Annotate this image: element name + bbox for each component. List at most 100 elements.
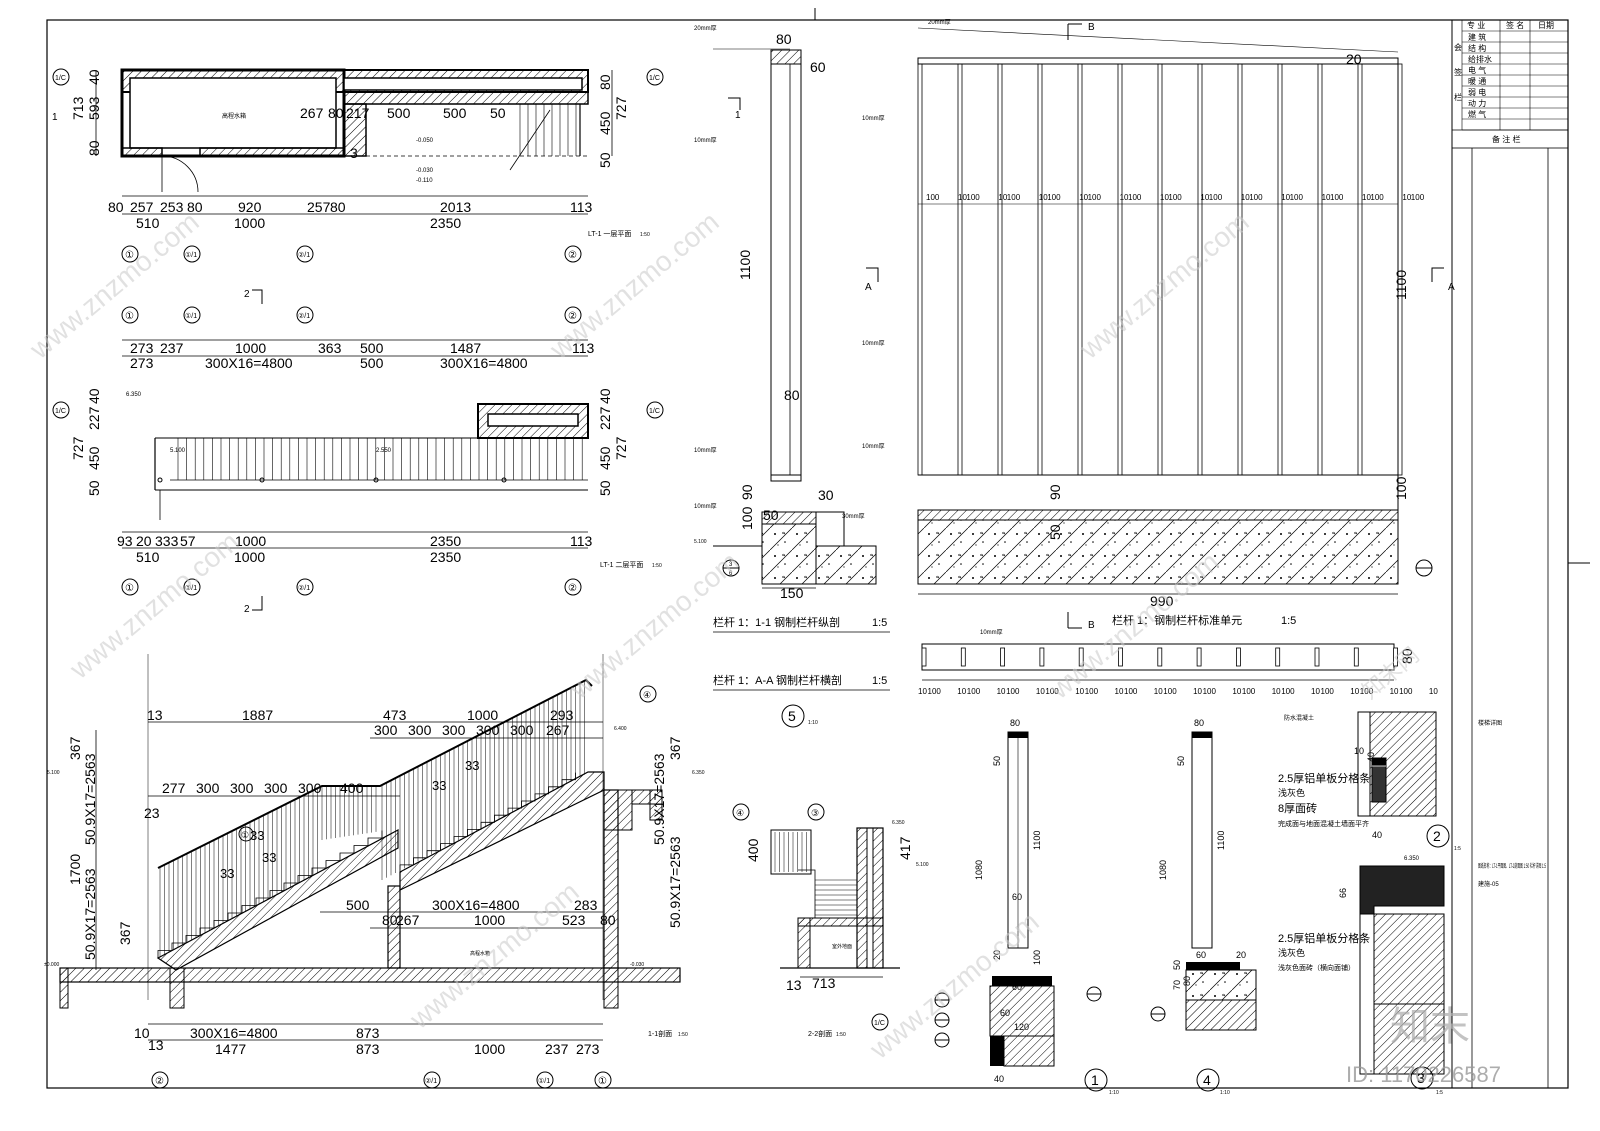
plan1-right-dim-3: 727	[613, 96, 629, 120]
ru-cut-a-right: A	[1448, 282, 1455, 293]
d4-dim-6: 50	[1172, 960, 1182, 970]
s11-left-dim-3: 50.9X17=2563	[82, 868, 98, 960]
plan2-top1-dim-6: 113	[572, 340, 595, 356]
plan1-room-label: 高程水箱	[222, 112, 246, 120]
s22-dim-3: 13	[786, 977, 802, 993]
plan2-axis-side-left: 1/C	[55, 408, 66, 415]
s11-dim-mid-0: 277	[162, 780, 186, 796]
rc-dim-26: 10	[1429, 687, 1438, 696]
ru-dim-right-0: 1100	[1393, 270, 1409, 300]
plan2-axis-top-2: ②/1	[298, 312, 310, 320]
plan2-axis-side-right: 1/C	[649, 408, 660, 415]
plan2-right-dim-4: 50	[597, 480, 613, 496]
plan1-axis-1: ①/1	[185, 251, 197, 259]
s11-dim-mid-1: 300	[196, 780, 220, 796]
plan2-axis-row: ① ①/1 ②/1 ② ① ①/1 ②/1 ② 1/C 1/C	[52, 306, 664, 596]
s22-callout-3: ③	[811, 808, 819, 818]
ru-spacing-12: 100	[1168, 193, 1182, 202]
s11-dim-mid-2: 300	[230, 780, 254, 796]
plan1-level-0: -0.050	[416, 138, 434, 144]
rc-dim-3: 100	[967, 687, 981, 696]
d3-num: 3	[1417, 1070, 1425, 1086]
plan1-bottom-dim-1: 257	[130, 199, 154, 215]
s11-left-dim-5: 23	[144, 805, 160, 821]
d1-dim-4: 60	[1012, 892, 1022, 902]
plan2-level-0: 6.350	[126, 392, 142, 398]
plan1-inner-dim-2: 217	[346, 105, 370, 121]
s11-bot2-dim-4: 273	[576, 1041, 600, 1057]
tb-discipline-7: 燃 气	[1468, 109, 1486, 119]
plan1-bottom-dim-3: 80	[187, 199, 203, 215]
s11-dim-top-1: 1887	[242, 707, 273, 723]
plan1-left-dim-0: 713	[70, 96, 86, 120]
rl-dim-6: 30	[818, 487, 834, 503]
d5-num: 5	[788, 708, 796, 724]
ru-total: 990	[1150, 593, 1174, 609]
rc-dim-7: 100	[1045, 687, 1059, 696]
rc-dim-20: 10	[1311, 687, 1320, 696]
plan2-level-1: 5.100	[170, 448, 186, 454]
detail-1: 80 50 1080 1100 60 20 60 100 60 120 40 1…	[934, 718, 1119, 1096]
title-block: 专 业 签 名 日期 会 签 栏 建 筑 结 构 给排水 电 气 暖 通 弱 电…	[1451, 19, 1569, 888]
d2-note-3: 完成面与地面混凝土墙面平齐	[1278, 819, 1369, 828]
tb-header-discipline: 专 业	[1467, 20, 1485, 30]
d1-dim-10: 40	[994, 1074, 1004, 1084]
plan1-section-mark: 3	[350, 145, 358, 161]
detail-5-marker: 5 1:10	[781, 704, 818, 728]
d2-note-1: 浅灰色	[1278, 787, 1305, 798]
plan1-right-dim-0: 80	[597, 74, 613, 90]
s11-dim-low-2: 283	[574, 897, 598, 913]
rl-dim-4: 90	[739, 484, 755, 500]
s11-dim-mid-4: 300	[298, 780, 322, 796]
s11-riser-1: 33	[250, 828, 264, 843]
ru-spacing-1: 10	[958, 193, 967, 202]
s22-room: 室外地面	[832, 943, 852, 950]
d1-dim-1: 50	[992, 756, 1002, 766]
d2-dim-1: 40	[1366, 752, 1376, 762]
s11-dim-top-3: 1000	[467, 707, 498, 723]
plan2-right-dim-1: 227	[597, 406, 613, 430]
s11-callout-4: ④	[643, 690, 651, 700]
ru-spacing-14: 100	[1209, 193, 1223, 202]
s11-dim-low-7: 80	[600, 912, 616, 928]
plan2-left-dim-2: 227	[86, 406, 102, 430]
s11-riser-0: 33	[220, 866, 234, 881]
s11-right-dim-1: 50.9X17=2563	[651, 753, 667, 845]
ru-spacing-6: 100	[1047, 193, 1061, 202]
d1-dim-5: 20	[992, 950, 1002, 960]
plan1-title: LT-1 一层平面	[588, 230, 631, 238]
ru-spacing-18: 100	[1290, 193, 1304, 202]
tb-group-1: 会	[1454, 42, 1462, 52]
watermark-site-2: www.znzmo.com	[543, 206, 725, 365]
plan1-axis-0: ①	[125, 250, 134, 261]
tb-discipline-1: 结 构	[1468, 43, 1486, 53]
s11-left-dim-1: 50.9X17=2563	[82, 753, 98, 845]
plan2-bot2-dim-1: 1000	[234, 549, 265, 565]
tb-group-3: 栏	[1454, 92, 1462, 102]
plan2-top1-dim-2: 1000	[235, 340, 266, 356]
rc-dim-8: 10	[1075, 687, 1084, 696]
ru-spacing-7: 10	[1079, 193, 1088, 202]
plan2-axis-top-1: ①/1	[185, 312, 197, 320]
rl-level: 5.100	[694, 539, 707, 545]
plan-level-2: 6.350 5.100 2.550 273 237 1000 363 500 1…	[52, 289, 664, 615]
plan2-bot1-dim-3: 57	[180, 533, 196, 549]
d3-note-0: 2.5厚铝单板分格条	[1278, 931, 1370, 945]
plan1-bottom-dim-2: 253	[160, 199, 184, 215]
detail-2: 10 40 40 2.5厚铝单板分格条 浅灰色 8厚面砖 完成面与地面混凝土墙面…	[1278, 711, 1461, 852]
d4-note-0: 防水混凝土	[1284, 714, 1314, 722]
ru-spacing-24: 100	[1411, 193, 1425, 202]
d4-dim-5: 70	[1172, 980, 1182, 990]
rc-depth: 80	[1399, 648, 1415, 664]
plan1-axis-side-right: 1/C	[649, 75, 660, 82]
d4-dim-3: 1100	[1216, 831, 1226, 850]
s11-dim-mid-3: 300	[264, 780, 288, 796]
plan1-bottom-dim-7: 2013	[440, 199, 471, 215]
s11-level-4: 6.400	[614, 726, 627, 732]
rc-dim-16: 10	[1232, 687, 1241, 696]
tb-discipline-5: 弱 电	[1468, 87, 1486, 97]
plan2-axis-bot-1: ①/1	[185, 584, 197, 592]
tb-header-sign: 签 名	[1506, 20, 1524, 30]
ru-spacing-13: 10	[1200, 193, 1209, 202]
